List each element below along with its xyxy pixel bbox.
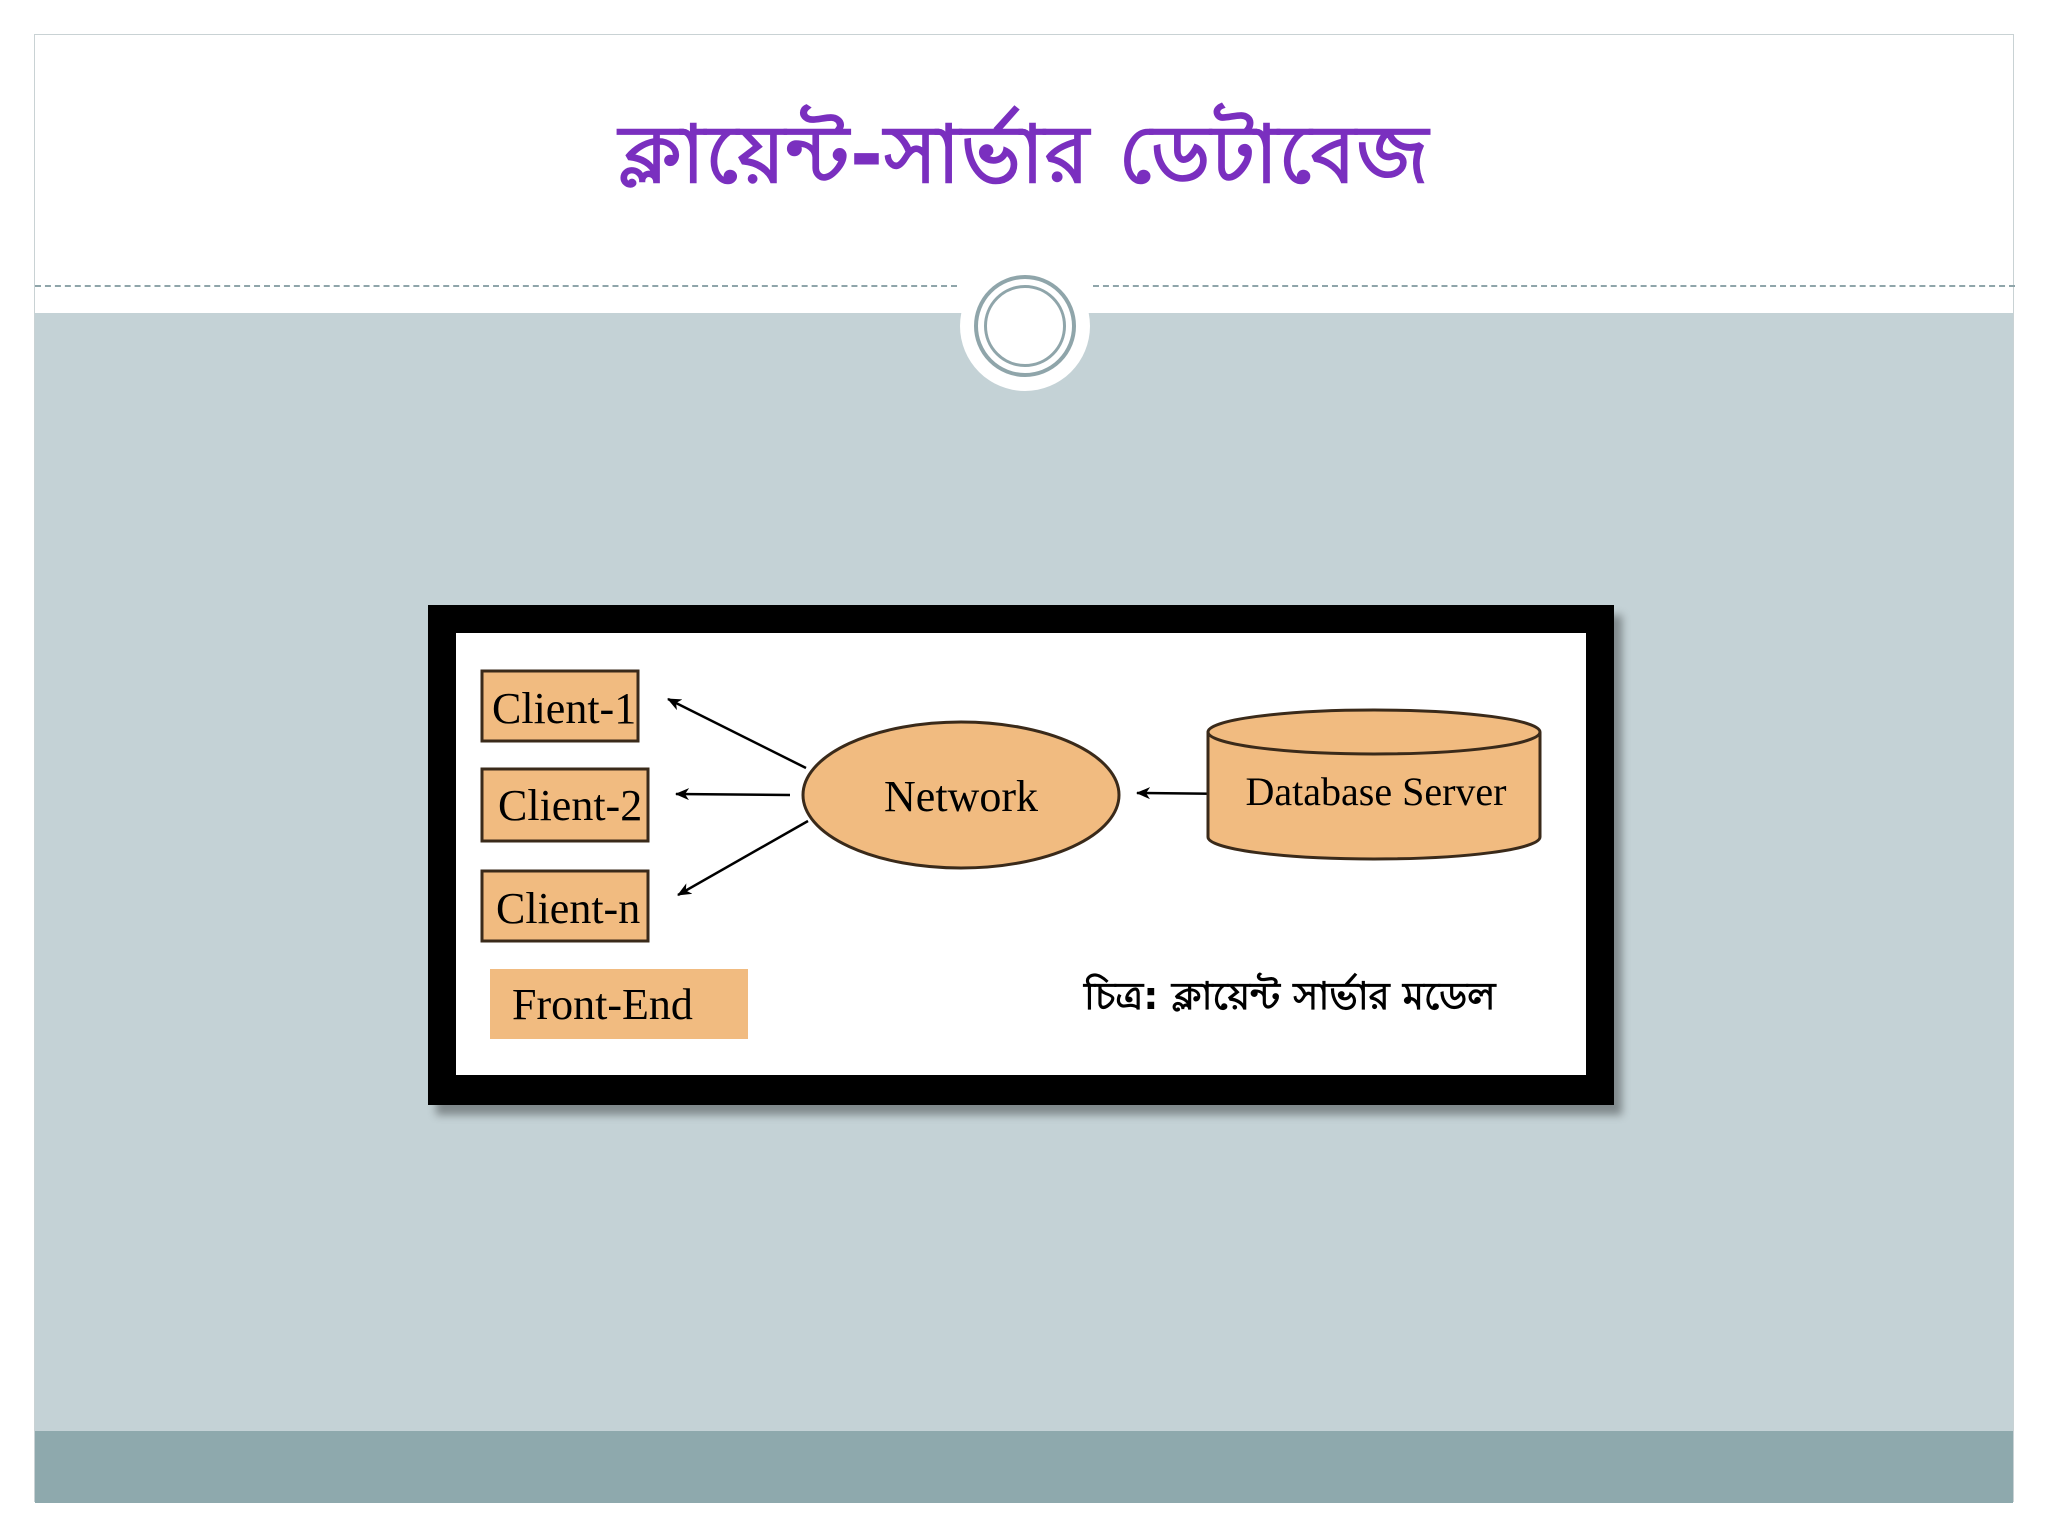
footer-band <box>35 1431 2013 1503</box>
client-1-node: Client-1 <box>480 669 640 743</box>
client-n-node: Client-n <box>480 869 650 943</box>
client-n-label: Client-n <box>496 884 640 933</box>
slide: ক্লায়েন্ট-সার্ভার ডেটাবেজ <box>34 34 2015 1503</box>
edge-network-to-client-2 <box>675 788 791 801</box>
slide-title: ক্লায়েন্ট-সার্ভার ডেটাবেজ <box>618 108 1430 201</box>
divider-line-right <box>1093 285 2015 287</box>
ornament-inner-circle-icon <box>984 285 1066 367</box>
client-server-diagram: Client-1 Client-2 Client-n Front-End <box>480 669 1542 1039</box>
figure-caption: চিত্র: ক্লায়েন্ট সার্ভার মডেল <box>1082 972 1497 1018</box>
client-2-label: Client-2 <box>498 781 642 830</box>
client-2-node: Client-2 <box>480 767 650 843</box>
diagram-canvas: Client-1 Client-2 Client-n Front-End <box>456 633 1586 1075</box>
network-node: Network <box>801 720 1121 870</box>
database-server-label: Database Server <box>1246 769 1507 814</box>
figure-frame: Client-1 Client-2 Client-n Front-End <box>428 605 1614 1105</box>
edge-network-to-client-n <box>677 819 809 897</box>
network-label: Network <box>884 772 1038 821</box>
front-end-label-box: Front-End <box>490 969 748 1039</box>
divider-line-left <box>35 285 957 287</box>
edge-network-to-client-1 <box>667 697 807 770</box>
client-1-label: Client-1 <box>492 684 636 733</box>
database-server-node: Database Server <box>1206 708 1542 861</box>
front-end-label: Front-End <box>512 980 693 1029</box>
